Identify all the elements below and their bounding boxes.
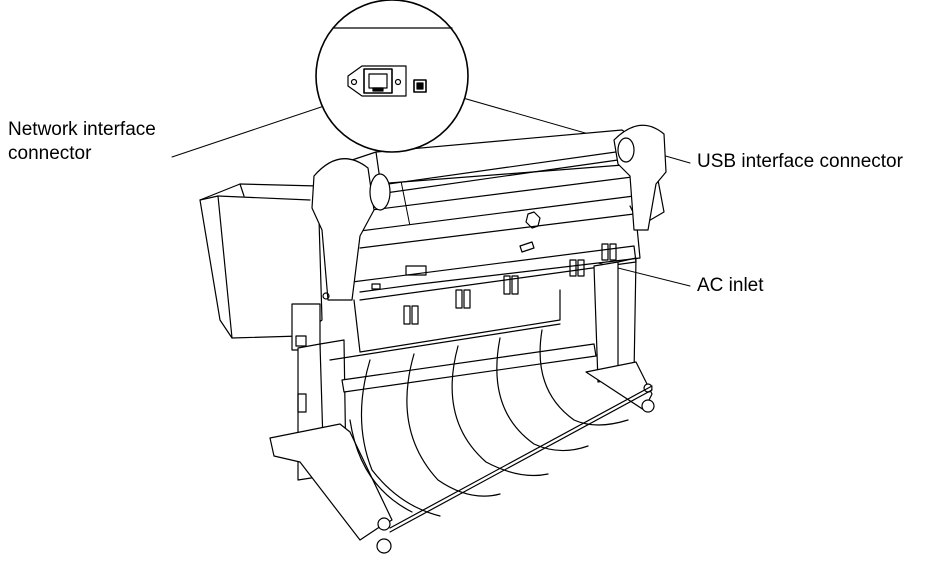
network-connector-detail: [348, 66, 406, 96]
right-roll-holder: [614, 125, 666, 230]
usb-connector-detail: [414, 80, 426, 92]
control-unit: [200, 184, 322, 350]
left-roll-holder: [312, 159, 390, 300]
network-interface-connector-label: Network interface connector: [8, 118, 156, 166]
printer-stand: [270, 258, 654, 553]
zoom-inset: [316, 0, 468, 152]
ac-inlet-label: AC inlet: [697, 275, 764, 296]
network-label-line2: connector: [8, 143, 92, 164]
network-label-line1: Network interface: [8, 119, 156, 140]
usb-interface-connector-label: USB interface connector: [697, 151, 903, 172]
